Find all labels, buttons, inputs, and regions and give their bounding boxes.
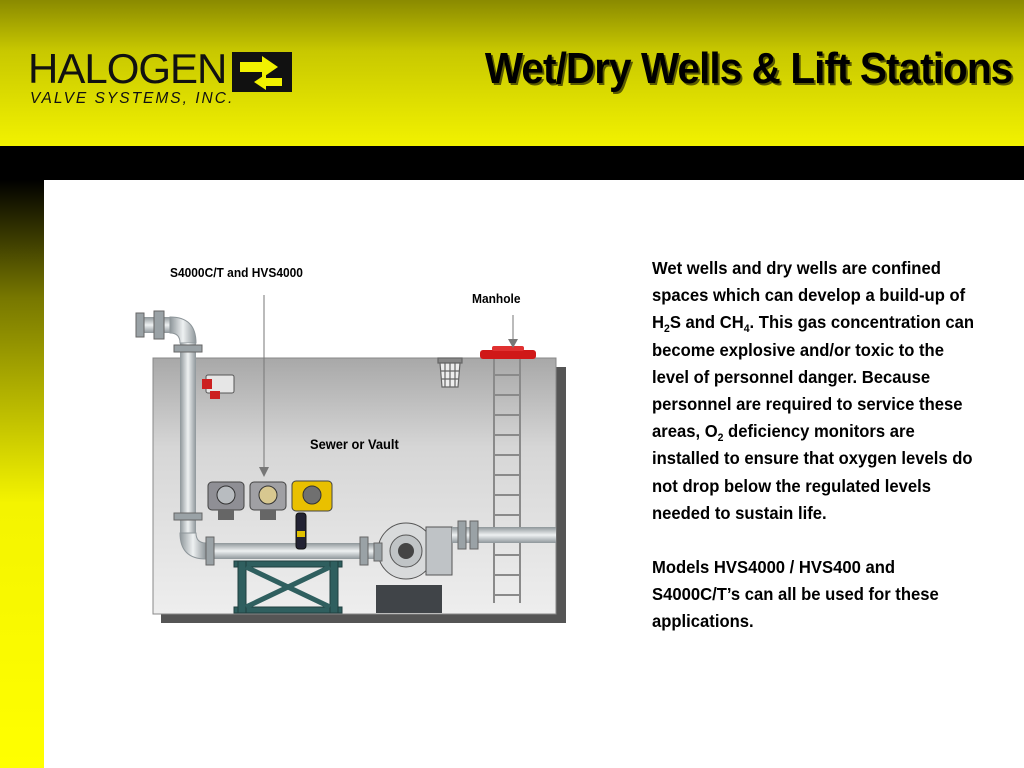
logo-tagline: VALVE SYSTEMS, INC. bbox=[30, 90, 235, 107]
manhole-cover bbox=[480, 346, 536, 359]
paragraph-1-text: . This gas concentration can become expl… bbox=[652, 312, 975, 442]
vault-illustration bbox=[135, 295, 566, 623]
left-gradient-strip bbox=[0, 180, 44, 768]
gas-monitor-2 bbox=[249, 481, 287, 520]
description-text: Wet wells and dry wells are confined spa… bbox=[652, 255, 975, 663]
logo-wordmark: HALOGEN bbox=[28, 45, 227, 92]
light-fixture bbox=[437, 357, 463, 388]
valve-actuator bbox=[202, 374, 235, 399]
header-band bbox=[0, 0, 1024, 146]
paragraph-1-text: Wet wells and dry wells are confined spa… bbox=[652, 258, 966, 333]
paragraph-1-text: S and CH bbox=[669, 312, 744, 333]
vault-label: Sewer or Vault bbox=[310, 436, 399, 452]
instruments-label: S4000C/T and HVS4000 bbox=[170, 265, 303, 280]
wet-well-diagram: S4000C/T and HVS4000 Manhole Sewer or Va… bbox=[130, 255, 600, 635]
subscript: 2 bbox=[664, 323, 670, 336]
subscript: 4 bbox=[743, 323, 750, 336]
halogen-logo: HALOGEN VALVE SYSTEMS, INC. bbox=[28, 48, 298, 108]
paragraph-1-text: deficiency monitors are installed to ens… bbox=[652, 421, 973, 523]
pump bbox=[373, 522, 453, 613]
pump-stand bbox=[233, 560, 343, 614]
description-paragraph-2: Models HVS4000 / HVS400 and S4000C/T’s c… bbox=[652, 557, 939, 632]
manhole-label: Manhole bbox=[472, 291, 521, 306]
gas-monitor-3 bbox=[291, 480, 333, 550]
gas-monitor-1 bbox=[207, 481, 245, 520]
header-divider-band bbox=[0, 146, 1024, 180]
ladder bbox=[493, 358, 521, 603]
page-title: Wet/Dry Wells & Lift Stations bbox=[484, 44, 1013, 93]
logo-arrow-icon bbox=[232, 52, 292, 92]
subscript: 2 bbox=[717, 432, 724, 445]
description-paragraph-1: Wet wells and dry wells are confined spa… bbox=[652, 255, 975, 527]
